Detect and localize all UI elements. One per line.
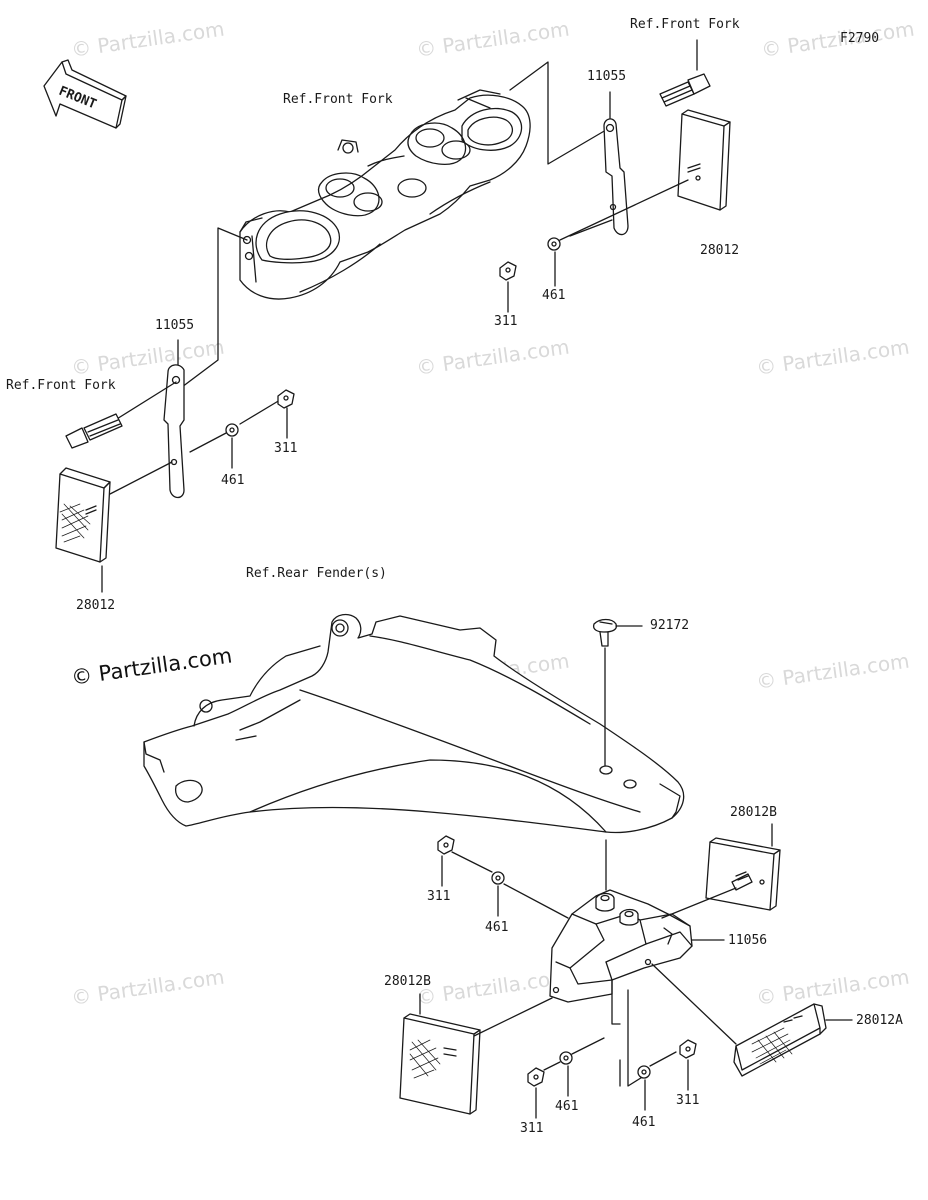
reflector-28012B-top bbox=[705, 837, 781, 911]
bolt-left bbox=[65, 413, 123, 449]
part-label-reflector-left: 28012 bbox=[76, 598, 116, 613]
reflector-28012-right bbox=[677, 109, 731, 211]
part-label-nut-rear-upper: 311 bbox=[427, 889, 451, 904]
part-label-reflector-rear-right: 28012A bbox=[856, 1013, 903, 1028]
figure-code: F2790 bbox=[840, 31, 880, 46]
part-label-reflector-right: 28012 bbox=[700, 243, 740, 258]
ref-rear-fender: Ref.Rear Fender(s) bbox=[246, 566, 387, 581]
part-label-washer-left: 461 bbox=[221, 473, 245, 488]
triple-clamp bbox=[239, 89, 531, 300]
ref-front-fork-top-right: Ref.Front Fork bbox=[630, 17, 740, 32]
bracket-11056 bbox=[549, 889, 693, 1003]
part-label-reflector-rear-left: 28012B bbox=[384, 974, 431, 989]
part-label-nut-rear-low-right: 311 bbox=[676, 1093, 700, 1108]
bolt-rear-top bbox=[731, 871, 753, 891]
part-label-nut-rear-low-left: 311 bbox=[520, 1121, 544, 1136]
ref-front-fork-left: Ref.Front Fork bbox=[6, 378, 116, 393]
part-label-bracket-right: 11055 bbox=[587, 69, 627, 84]
front-arrow-icon bbox=[43, 59, 127, 129]
part-label-nut-right: 311 bbox=[494, 314, 518, 329]
rear-fender bbox=[143, 613, 685, 834]
part-label-washer-rear-low-left: 461 bbox=[555, 1099, 579, 1114]
reflector-28012B-left bbox=[399, 1013, 481, 1115]
reflector-28012A bbox=[733, 1003, 827, 1077]
part-label-bracket-rear: 11056 bbox=[728, 933, 768, 948]
bracket-11055-left bbox=[163, 364, 185, 499]
part-label-nut-left: 311 bbox=[274, 441, 298, 456]
bolt-upper-right bbox=[659, 73, 711, 107]
bracket-11055-right bbox=[603, 118, 629, 236]
part-label-screw-fender: 92172 bbox=[650, 618, 690, 633]
part-label-reflector-rear-top: 28012B bbox=[730, 805, 777, 820]
part-label-bracket-left: 11055 bbox=[155, 318, 195, 333]
part-label-washer-rear-low-right: 461 bbox=[632, 1115, 656, 1130]
screw-92172 bbox=[592, 618, 643, 647]
ref-front-fork-center: Ref.Front Fork bbox=[283, 92, 393, 107]
reflector-28012-left bbox=[55, 467, 111, 563]
part-label-washer-right: 461 bbox=[542, 288, 566, 303]
part-label-washer-rear-upper: 461 bbox=[485, 920, 509, 935]
